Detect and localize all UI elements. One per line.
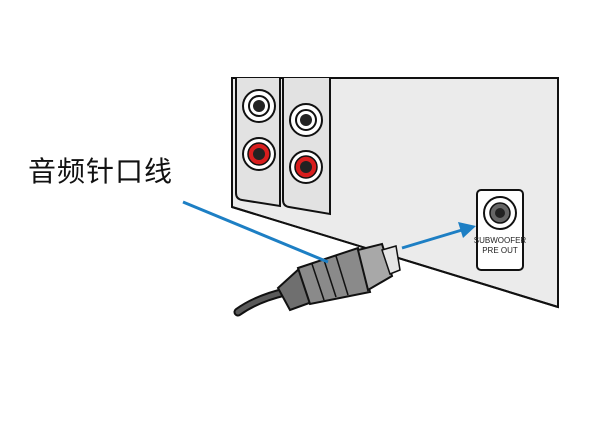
rca-jack-white-right (289, 103, 323, 137)
rca-plug (276, 242, 401, 312)
rca-jack-red-left (242, 137, 276, 171)
rca-jack-red-right (289, 150, 323, 184)
input-board-right (282, 78, 331, 216)
cable-label: 音频针口线 (28, 155, 174, 188)
rca-jack-white-left (242, 89, 276, 123)
jack-label-line1: SUBWOOFER (474, 236, 527, 245)
jack-label-line2: PRE OUT (482, 246, 518, 255)
subwoofer-pre-out-jack (483, 196, 517, 230)
connection-arrow (401, 222, 476, 250)
callout-leader-line (182, 200, 329, 264)
